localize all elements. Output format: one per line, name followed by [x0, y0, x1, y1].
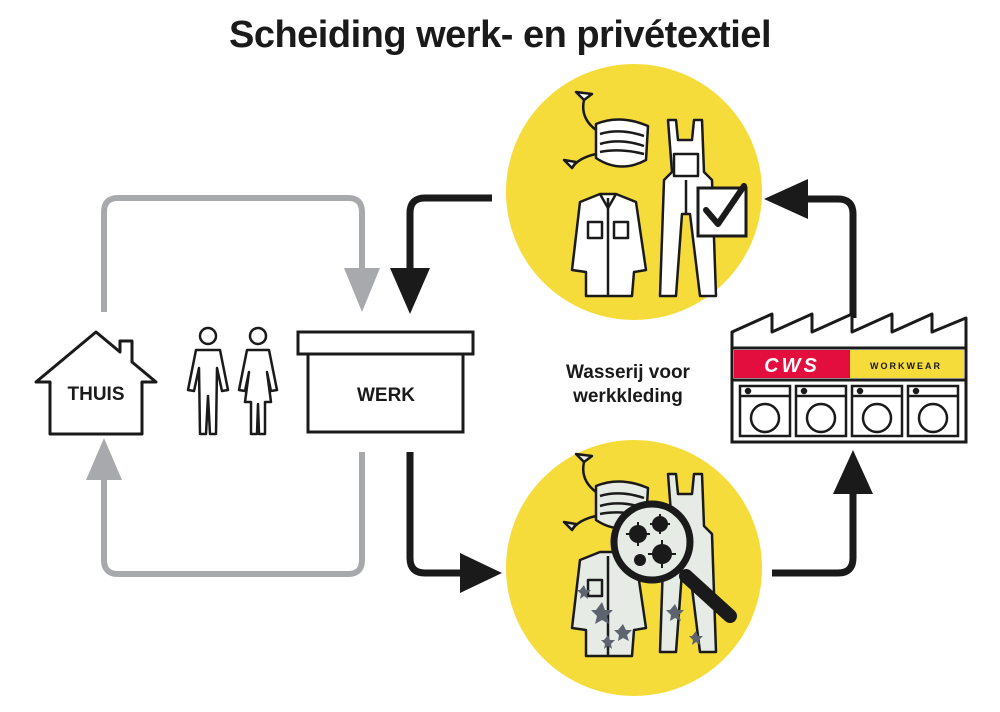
- grey-loop-bottom: [101, 452, 365, 577]
- page-title: Scheiding werk- en privétextiel: [228, 14, 772, 56]
- clean-workwear-node: [506, 64, 762, 320]
- brand-logo: CWS: [764, 355, 820, 377]
- home-label: THUIS: [68, 384, 125, 405]
- black-arrowhead-up: [833, 450, 873, 494]
- black-arrowhead-right: [460, 553, 502, 593]
- washing-machines: [738, 384, 960, 438]
- laundry-label-line1: Wasserij voor: [566, 362, 691, 383]
- brand-subtitle: WORKWEAR: [870, 361, 942, 371]
- arrow-work-to-dirty: [406, 452, 462, 577]
- work-node: WERK: [296, 330, 475, 434]
- checkmark-icon: [703, 183, 747, 227]
- laundry-label-line2: werkkleding: [572, 386, 683, 407]
- home-node: THUIS: [34, 330, 158, 436]
- grey-loop-top: [101, 195, 365, 312]
- black-arrowhead-left: [764, 179, 808, 219]
- laundry-factory-icon: CWS WORKWEAR: [730, 312, 968, 444]
- brand-red-band: [734, 350, 850, 378]
- black-arrowhead-down: [390, 268, 430, 314]
- magnifier-virus-icon: [610, 500, 737, 623]
- grey-arrowhead-up: [86, 438, 122, 480]
- arrow-dirty-to-laundry: [772, 492, 857, 577]
- dirt-stains: [577, 585, 703, 649]
- grey-arrowhead-down: [344, 268, 380, 312]
- people-icon: [186, 326, 279, 436]
- arrow-clean-to-work: [406, 194, 492, 270]
- clean-workwear-icon: [562, 90, 718, 298]
- work-label: WERK: [357, 385, 415, 406]
- contaminated-workwear-node: [506, 440, 762, 696]
- house-icon: [34, 330, 158, 436]
- brand-yellow-band: [850, 350, 964, 378]
- arrow-laundry-to-clean: [806, 195, 857, 318]
